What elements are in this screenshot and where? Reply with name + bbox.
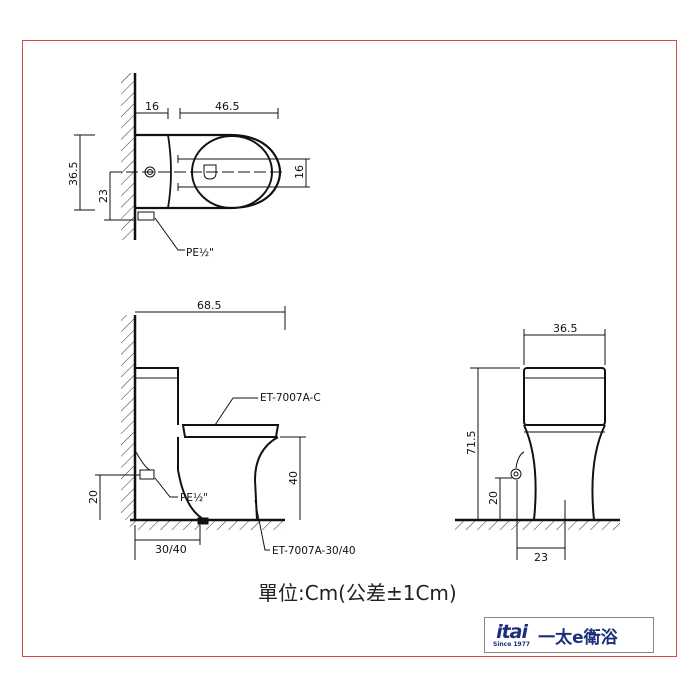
base-label: ET-7007A-30/40 (272, 545, 356, 557)
dim-rough-in: 30/40 (155, 543, 187, 556)
dim-depth: 36.5 (67, 162, 80, 187)
supply-valve (137, 211, 155, 221)
dim-supply-height: 23 (97, 189, 110, 203)
dim-wall-offset: 16 (145, 100, 159, 113)
dim-width: 36.5 (553, 322, 578, 335)
brand-logo: itai Since 1977 一太e衛浴 (484, 617, 654, 653)
seat (181, 424, 280, 438)
dim-supply-height-front: 20 (487, 491, 500, 505)
supply-label-side: PE½" (180, 492, 208, 504)
logo-chinese: 一太e衛浴 (538, 627, 618, 648)
logo-since: Since 1977 (493, 640, 531, 648)
dim-seat-height: 40 (287, 471, 300, 485)
side-view (95, 306, 306, 560)
dim-bowl-length: 46.5 (215, 100, 240, 113)
dim-mount-spacing: 16 (293, 165, 306, 179)
drawing-frame (22, 40, 677, 657)
seat-label: ET-7007A-C (260, 392, 321, 404)
wall-hatch (121, 73, 135, 240)
front-view (455, 329, 620, 560)
drain-icon (203, 164, 217, 180)
dim-total-height: 71.5 (465, 431, 478, 456)
units-note: 單位:Cm(公差±1Cm) (258, 581, 457, 605)
dim-supply-height-side: 20 (87, 490, 100, 504)
supply-valve (139, 469, 155, 480)
dim-supply-offset: 23 (534, 551, 548, 564)
dim-total-length: 68.5 (197, 299, 222, 312)
supply-label-top: PE½" (186, 247, 214, 259)
tank-line (167, 134, 172, 209)
logo-mark: itai (496, 620, 528, 643)
top-view (74, 73, 310, 251)
